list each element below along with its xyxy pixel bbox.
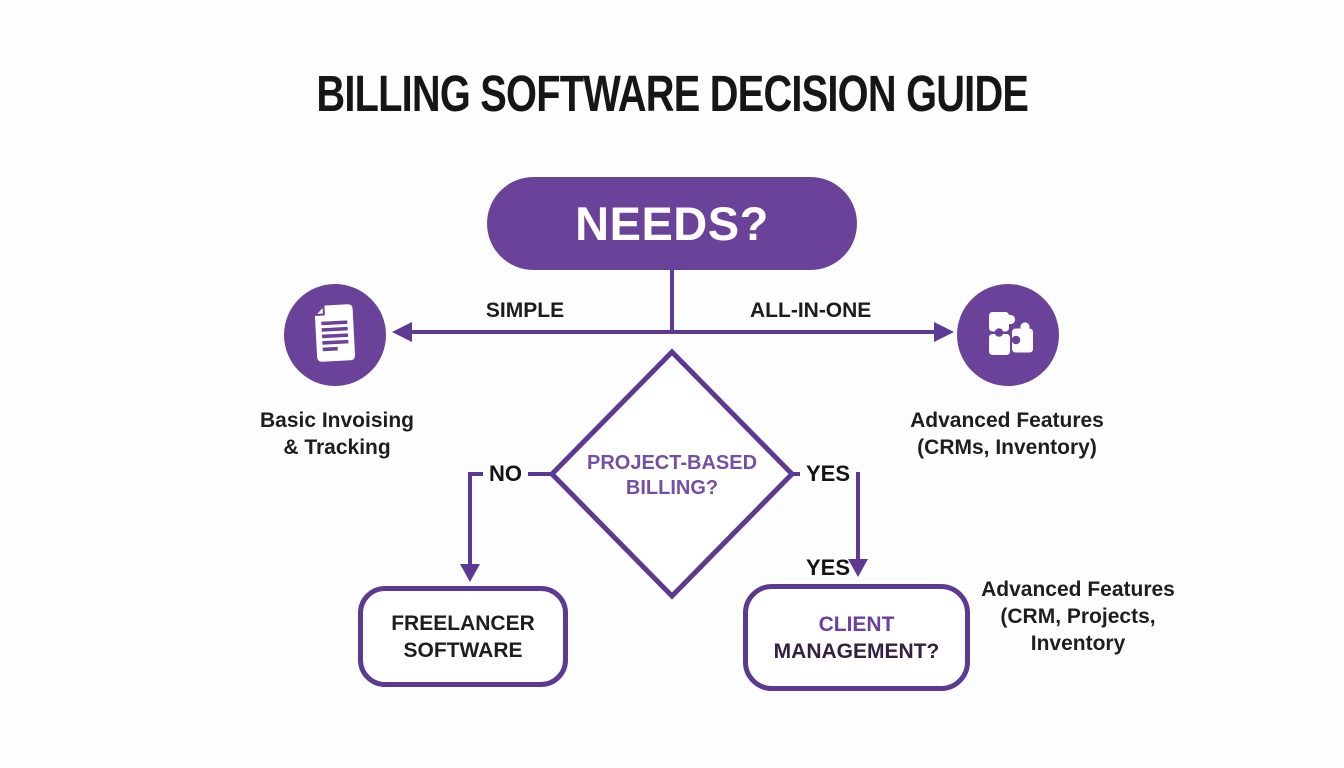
simple-branch-caption: Basic Invoising & Tracking: [227, 407, 447, 461]
root-node-needs: NEEDS?: [487, 177, 857, 270]
all-in-one-branch-node: [957, 284, 1059, 386]
caption-line: Basic Invoising: [259, 409, 415, 432]
edge-tag-yes: YES: [800, 461, 857, 487]
caption-line: (CRMs, Inventory): [917, 436, 1097, 459]
puzzle-icon: [978, 303, 1038, 368]
outcome-line: MANAGEMENT?: [773, 639, 940, 663]
caption-line: & Tracking: [283, 436, 391, 459]
edge-label-simple: SIMPLE: [485, 299, 565, 322]
edge-tag-yes-2: YES: [806, 555, 851, 580]
outcome-line: SOFTWARE: [403, 638, 523, 662]
document-icon: [302, 297, 368, 373]
outcome-box-client-management: CLIENT MANAGEMENT?: [743, 584, 970, 691]
simple-branch-node: [284, 284, 386, 386]
caption-line: Inventory: [1030, 632, 1126, 655]
advanced-features-side-note: Advanced Features (CRM, Projects, Invent…: [958, 576, 1198, 657]
caption-line: Advanced Features: [981, 578, 1175, 601]
edge-label-all-in-one: ALL-IN-ONE: [750, 299, 872, 322]
page-title-text: BILLING SOFTWARE DECISION GUIDE: [316, 65, 1029, 122]
decision-diamond-label: PROJECT-BASED BILLING?: [562, 451, 782, 501]
caption-line: Advanced Features: [910, 409, 1104, 432]
edge-tag-no: NO: [483, 461, 528, 487]
outcome-line: FREELANCER: [391, 611, 535, 635]
outcome-line: CLIENT: [818, 612, 895, 636]
decision-line: BILLING?: [625, 477, 719, 499]
page-title: BILLING SOFTWARE DECISION GUIDE: [0, 64, 1344, 123]
all-in-one-branch-caption: Advanced Features (CRMs, Inventory): [887, 407, 1127, 461]
root-node-label: NEEDS?: [575, 197, 769, 250]
outcome-box-freelancer-software: FREELANCER SOFTWARE: [358, 586, 568, 687]
decision-line: PROJECT-BASED: [586, 452, 758, 474]
caption-line: (CRM, Projects,: [1000, 605, 1156, 628]
